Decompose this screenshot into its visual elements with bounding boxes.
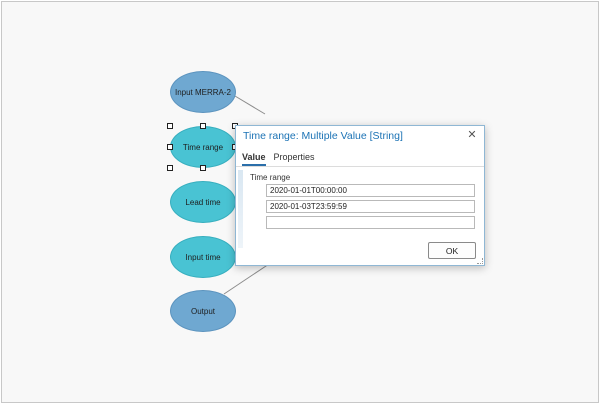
dialog-tabs: Value Properties — [242, 152, 315, 166]
tab-value[interactable]: Value — [242, 152, 266, 166]
selection-handle[interactable] — [200, 165, 206, 171]
node-label: Input time — [185, 252, 221, 262]
side-accent-strip — [238, 170, 243, 248]
node-label: Lead time — [185, 197, 221, 207]
selection-handle[interactable] — [167, 123, 173, 129]
value-input-3[interactable] — [266, 216, 475, 229]
time-range-label: Time range — [250, 173, 291, 182]
node-input-time[interactable]: Input time — [170, 236, 236, 278]
selection-handle[interactable] — [200, 123, 206, 129]
node-input-merra2[interactable]: Input MERRA-2 — [170, 71, 236, 113]
node-label: Input MERRA-2 — [174, 87, 232, 97]
close-icon[interactable]: ✕ — [467, 129, 477, 141]
node-lead-time[interactable]: Lead time — [170, 181, 236, 223]
ok-button[interactable]: OK — [428, 242, 476, 259]
value-input-2[interactable] — [266, 200, 475, 213]
selection-handle[interactable] — [167, 165, 173, 171]
dialog-title: Time range: Multiple Value [String] — [243, 130, 403, 142]
selection-handle[interactable] — [167, 144, 173, 150]
node-output[interactable]: Output — [170, 290, 236, 332]
node-label: Output — [190, 306, 215, 316]
tab-divider — [236, 166, 484, 167]
resize-grip[interactable] — [477, 258, 483, 264]
parameter-value-dialog: Time range: Multiple Value [String] ✕ Va… — [235, 125, 485, 266]
tab-properties[interactable]: Properties — [273, 152, 315, 162]
value-input-1[interactable] — [266, 184, 475, 197]
node-time-range[interactable]: Time range — [170, 126, 236, 168]
node-label: Time range — [182, 142, 224, 152]
